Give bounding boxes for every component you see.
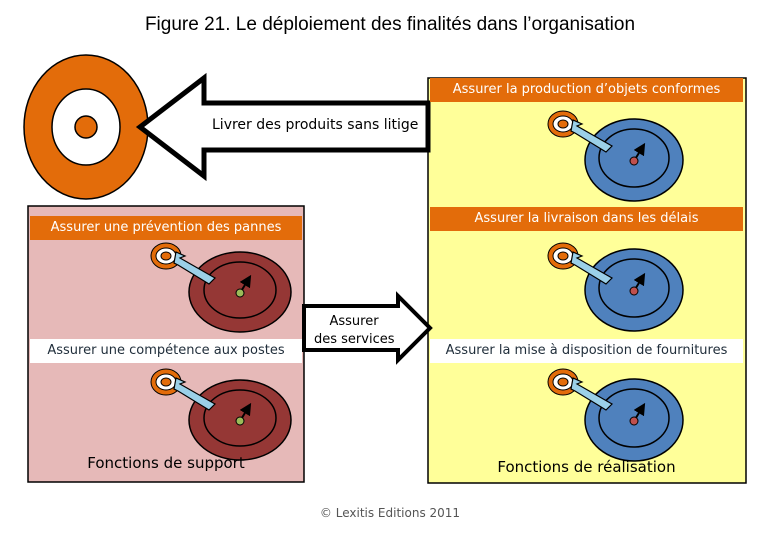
services-arrow bbox=[302, 291, 433, 365]
needle-hub bbox=[235, 416, 245, 426]
arrow-icon bbox=[173, 377, 216, 411]
services-label-line2: des services bbox=[314, 332, 395, 347]
support-unit-1 bbox=[150, 242, 292, 333]
arrow-icon bbox=[570, 377, 613, 411]
arrow-icon bbox=[570, 251, 613, 285]
realisation-unit-2 bbox=[547, 242, 684, 332]
arrow-icon bbox=[570, 119, 613, 153]
copyright-notice: © Lexitis Editions 2011 bbox=[319, 506, 461, 520]
customer-target-icon bbox=[23, 54, 149, 200]
support-footer-label: Fonctions de support bbox=[87, 454, 245, 472]
needle-hub bbox=[629, 416, 639, 426]
realisation-footer-label: Fonctions de réalisation bbox=[497, 458, 676, 476]
arrow-icon bbox=[173, 251, 216, 285]
figure-title: Figure 21. Le déploiement des finalités … bbox=[144, 14, 636, 35]
support-item-1: Assurer une prévention des pannes bbox=[30, 216, 302, 240]
needle-hub bbox=[629, 286, 639, 296]
needle-hub bbox=[629, 156, 639, 166]
services-label-line1: Assurer bbox=[329, 314, 379, 329]
needle-hub bbox=[235, 288, 245, 298]
support-unit-2 bbox=[150, 368, 292, 461]
realisation-unit-1 bbox=[547, 110, 684, 202]
realisation-item-1: Assurer la production d’objets conformes bbox=[430, 78, 743, 102]
realisation-item-2: Assurer la livraison dans les délais bbox=[430, 207, 743, 231]
arrow-label: Livrer des produits sans litige bbox=[212, 117, 419, 133]
delivery-arrow bbox=[135, 72, 431, 182]
realisation-item-3: Assurer la mise à disposition de fournit… bbox=[430, 339, 743, 363]
realisation-unit-3 bbox=[547, 368, 684, 462]
support-item-2: Assurer une compétence aux postes bbox=[30, 339, 302, 363]
